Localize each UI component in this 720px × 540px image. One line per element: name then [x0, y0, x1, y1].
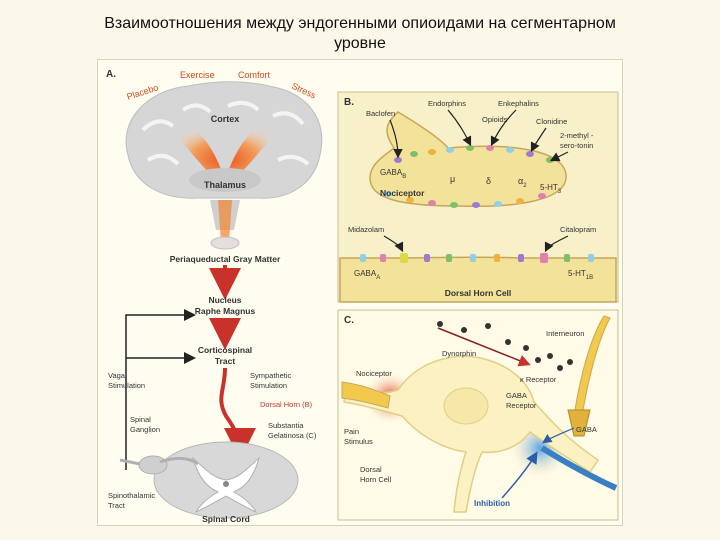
- alpha2-label: α2: [518, 176, 527, 189]
- gabab-text: GABA: [380, 168, 403, 177]
- stt-label-line-2: Tract: [108, 501, 126, 510]
- dynorphin-label: Dynorphin: [442, 349, 476, 358]
- slide-title-line-1: Взаимоотношения между эндогенными опиоид…: [104, 15, 616, 32]
- panel-c-letter: C.: [344, 315, 354, 326]
- panel-b: B. Baclofen Endorphins Enkephali: [337, 91, 619, 303]
- ht1b-subscript: 1B: [586, 275, 593, 281]
- gaba-c-label: GABA: [576, 425, 597, 434]
- interneuron-label: Interneuron: [546, 329, 584, 338]
- interneuron-terminal: [567, 409, 591, 437]
- dorsal-horn-cell-c-label-line-2: Horn Cell: [360, 475, 392, 484]
- nociceptor-b-label: Nociceptor: [380, 188, 425, 198]
- sympathetic-label-line-1: Sympathetic: [250, 371, 292, 380]
- slide-title: Взаимоотношения между эндогенными опиоид…: [40, 14, 680, 54]
- clonidine-arrow: [530, 127, 547, 153]
- inhibitory-fiber: [540, 445, 618, 491]
- ht3-label: 5-HT3: [540, 183, 562, 195]
- membrane-receptors-lower: [384, 191, 546, 208]
- midazolam-arrow: [383, 235, 404, 253]
- arc-word-comfort: Comfort: [238, 70, 271, 80]
- vagal-label-line-1: Vagal: [108, 371, 127, 380]
- thalamus-label: Thalamus: [204, 180, 246, 190]
- spinal-ganglion-label-line-1: Spinal: [130, 415, 151, 424]
- methylserotonin-label-line-1: 2-methyl -: [560, 131, 594, 140]
- gabaa-subscript: A: [376, 275, 380, 281]
- dorsal-horn-cell-b-label: Dorsal Horn Cell: [445, 288, 512, 298]
- pain-stimulus-label-line-1: Pain: [344, 427, 359, 436]
- cst-label-line-2: Tract: [215, 356, 235, 366]
- feedback-loop-upper: [125, 309, 196, 470]
- mu-label: μ: [450, 174, 455, 184]
- cst-label-line-1: Corticospinal: [198, 345, 252, 355]
- nrm-label-line-1: Nucleus: [208, 295, 241, 305]
- nrm-label-line-2: Raphe Magnus: [195, 306, 256, 316]
- baclofen-arrow: [389, 119, 403, 159]
- delta-label: δ: [486, 176, 491, 186]
- cortex-label: Cortex: [211, 114, 240, 124]
- gabab-subscript: B: [402, 174, 406, 180]
- sympathetic-label-line-2: Stimulation: [250, 381, 287, 390]
- enkephalins-label: Enkephalins: [498, 99, 539, 108]
- gabaa-label: GABAA: [354, 269, 380, 281]
- enkephalins-arrow: [490, 109, 517, 147]
- endorphins-label: Endorphins: [428, 99, 466, 108]
- kappa-label: κ Receptor: [520, 375, 557, 384]
- panel-a-letter: A.: [106, 69, 116, 80]
- membrane-receptors-upper: [394, 145, 554, 163]
- vagal-label-line-2: Stimulation: [108, 381, 145, 390]
- baclofen-label: Baclofen: [366, 109, 395, 118]
- figure-svg: A. Placebo Exercise Comfort Stress Corte…: [106, 69, 619, 524]
- spinal-cord-label: Spinal Cord: [202, 514, 250, 524]
- gabab-label: GABAB: [380, 168, 406, 180]
- stt-label-line-1: Spinothalamic: [108, 491, 155, 500]
- citalopram-label: Citalopram: [560, 225, 596, 234]
- arc-word-exercise: Exercise: [180, 70, 215, 80]
- substantia-label-line-2: Gelatinosa (C): [268, 431, 317, 440]
- inhibition-label: Inhibition: [474, 499, 510, 508]
- alpha2-text: α: [518, 176, 523, 186]
- spinal-ganglion-label-line-2: Ganglion: [130, 425, 160, 434]
- endorphins-arrow: [447, 109, 472, 147]
- dorsal-horn-label: Dorsal Horn (B): [260, 400, 313, 409]
- methylserotonin-arrow: [549, 151, 569, 162]
- spinal-cord-illustration: [119, 441, 299, 519]
- substantia-label-line-1: Substantia: [268, 421, 304, 430]
- figure-frame: A. Placebo Exercise Comfort Stress Corte…: [97, 59, 623, 526]
- descending-pathway-3: [219, 367, 256, 460]
- dynorphin-particles: [437, 321, 573, 371]
- alpha2-subscript: 2: [523, 183, 527, 189]
- dorsal-horn-cell-c-label-line-1: Dorsal: [360, 465, 382, 474]
- ht3-subscript: 3: [558, 189, 562, 195]
- ht3-text: 5-HT: [540, 183, 558, 192]
- gaba-arrow: [542, 427, 575, 444]
- pag-label: Periaqueductal Gray Matter: [170, 254, 281, 264]
- midazolam-label: Midazolam: [348, 225, 384, 234]
- citalopram-arrow: [544, 235, 569, 253]
- slide-title-line-2: уровне: [334, 35, 386, 52]
- gaba-receptor-label-line-2: Receptor: [506, 401, 537, 410]
- panel-a: A. Placebo Exercise Comfort Stress Corte…: [106, 69, 323, 524]
- panel-c: C. Interneuron Dynorphin Nocicept: [337, 309, 619, 521]
- ht1b-text: 5-HT: [568, 269, 586, 278]
- dynorphin-arrow: [437, 327, 531, 367]
- postsynaptic-receptors: [360, 253, 594, 263]
- nociceptor-terminal: [369, 111, 567, 208]
- panel-b-letter: B.: [344, 97, 354, 108]
- nociceptor-c: [341, 381, 391, 409]
- inhibition-arrow: [501, 451, 538, 499]
- nucleus: [443, 387, 489, 425]
- clonidine-label: Clonidine: [536, 117, 567, 126]
- brain-illustration: [125, 81, 323, 250]
- opioids-label: Opioids: [482, 115, 508, 124]
- gaba-receptor-label-line-1: GABA: [506, 391, 527, 400]
- nociceptor-c-label: Nociceptor: [356, 369, 392, 378]
- gabaa-text: GABA: [354, 269, 377, 278]
- methylserotonin-label-line-2: sero-tonin: [560, 141, 593, 150]
- dorsal-horn-cell-c: [343, 355, 600, 513]
- ht1b-label: 5-HT1B: [568, 269, 593, 281]
- pain-stimulus-label-line-2: Stimulus: [344, 437, 373, 446]
